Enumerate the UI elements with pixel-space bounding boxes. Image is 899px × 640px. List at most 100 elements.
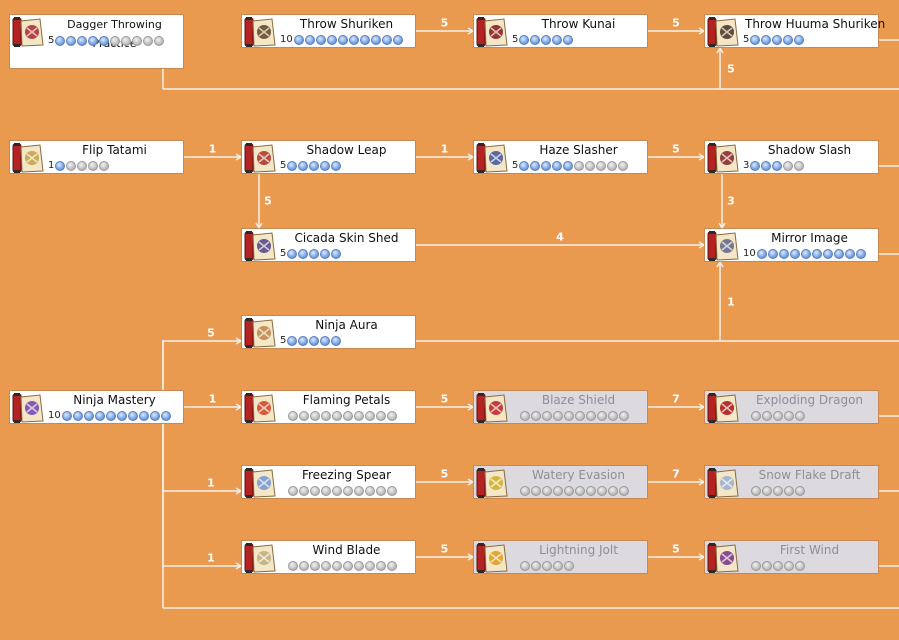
snow-flake-icon [705, 466, 745, 500]
skill-snow-flake-draft[interactable]: Snow Flake Draft [704, 465, 879, 499]
level-dot [321, 411, 331, 421]
level-dot [331, 249, 342, 259]
level-dot [332, 486, 342, 496]
skill-flip-tatami[interactable]: Flip Tatami 1 [9, 140, 184, 174]
level-dot [772, 161, 783, 171]
skill-freezing-spear[interactable]: Freezing Spear [241, 465, 416, 499]
level-dot [586, 411, 596, 421]
requirement-label: 7 [672, 467, 680, 481]
skill-name: Cicada Skin Shed [294, 231, 399, 245]
level-dot [72, 411, 83, 421]
level-dot [299, 561, 309, 571]
level-dot [88, 161, 99, 171]
level-dot [309, 336, 320, 346]
level-dot [299, 486, 309, 496]
level-dot [531, 561, 541, 571]
level-dot [597, 486, 607, 496]
level-dot [343, 561, 353, 571]
flaming-petals-icon [242, 391, 282, 425]
lightning-jolt-icon [474, 541, 514, 575]
level-dot [310, 411, 320, 421]
level-dot [343, 486, 353, 496]
level-dot [767, 249, 778, 259]
level-dot [127, 411, 138, 421]
level-dot [597, 411, 607, 421]
skill-level-number: 10 [280, 34, 293, 45]
freezing-spear-icon [242, 466, 282, 500]
skill-first-wind[interactable]: First Wind [704, 540, 879, 574]
level-dot [773, 486, 783, 496]
level-dot [751, 561, 761, 571]
level-dot [795, 411, 805, 421]
level-dot [520, 486, 530, 496]
level-dot [154, 36, 165, 46]
level-dot [337, 35, 348, 45]
level-dot [778, 249, 789, 259]
level-dot [541, 161, 552, 171]
skill-level-number: 5 [512, 34, 519, 45]
level-dot [520, 561, 530, 571]
skill-name: Blaze Shield [541, 393, 616, 407]
huuma-shuriken-icon [705, 15, 745, 49]
level-dot [773, 411, 783, 421]
level-dot [332, 411, 342, 421]
level-dot [315, 35, 326, 45]
level-dot [359, 35, 370, 45]
skill-level-bar [288, 485, 398, 497]
level-dot [376, 411, 386, 421]
kunai-icon [474, 15, 514, 49]
requirement-label: 5 [440, 16, 449, 30]
requirement-label: 1 [207, 551, 215, 565]
skill-exploding-dragon[interactable]: Exploding Dragon [704, 390, 879, 424]
skill-watery-evasion[interactable]: Watery Evasion [473, 465, 648, 499]
level-dot [160, 411, 171, 421]
level-dot [370, 35, 381, 45]
skill-level-bar: 10 [743, 248, 867, 260]
level-dot [320, 249, 331, 259]
requirement-label: 1 [727, 295, 735, 308]
level-dot [121, 36, 132, 46]
skill-name: Watery Evasion [532, 468, 625, 482]
skill-level-bar: 5 [280, 160, 342, 172]
level-dot [794, 35, 805, 45]
skill-blaze-shield[interactable]: Blaze Shield [473, 390, 648, 424]
skill-level-bar [288, 410, 398, 422]
skill-flaming-petals[interactable]: Flaming Petals [241, 390, 416, 424]
level-dot [387, 411, 397, 421]
skill-level-bar [520, 410, 630, 422]
skill-dagger-throwing-practice[interactable]: Dagger Throwing Practice5 [9, 14, 184, 69]
skill-name: Flip Tatami [82, 143, 147, 157]
requirement-label: 5 [672, 142, 680, 156]
level-dot [304, 35, 315, 45]
level-dot [552, 35, 563, 45]
level-dot [288, 486, 298, 496]
skill-wind-blade[interactable]: Wind Blade [241, 540, 416, 574]
skill-level-bar: 1 [48, 160, 110, 172]
level-dot [55, 161, 66, 171]
level-dot [795, 486, 805, 496]
level-dot [794, 161, 805, 171]
skill-name: Freezing Spear [301, 468, 392, 482]
skill-level-bar [288, 560, 398, 572]
level-dot [376, 561, 386, 571]
level-dot [293, 35, 304, 45]
skill-name: Lightning Jolt [539, 543, 618, 557]
skill-level-bar: 10 [48, 410, 172, 422]
level-dot [784, 486, 794, 496]
level-dot [541, 35, 552, 45]
level-dot [784, 561, 794, 571]
level-dot [542, 411, 552, 421]
level-dot [387, 561, 397, 571]
level-dot [833, 249, 844, 259]
skill-lightning-jolt[interactable]: Lightning Jolt [473, 540, 648, 574]
